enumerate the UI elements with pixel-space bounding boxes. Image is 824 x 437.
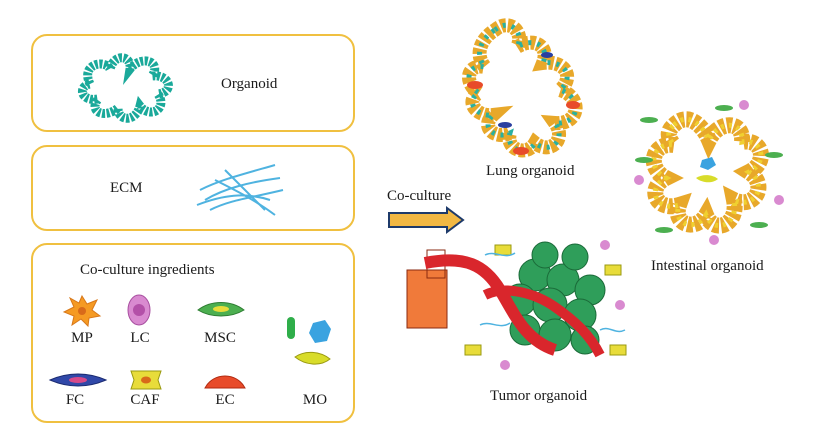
ingredients-panel [31, 243, 355, 423]
intestinal-organoid-image [634, 100, 784, 245]
ec-icon [204, 375, 246, 389]
tumor-organoid-image [406, 240, 627, 370]
co-culture-label: Co-culture [387, 188, 452, 204]
caf-label: CAF [130, 392, 160, 408]
tumor-organoid-label: Tumor organoid [490, 388, 588, 404]
mp-icon [62, 294, 102, 328]
msc-icon [197, 302, 245, 317]
organoid-icon [78, 53, 173, 123]
lung-organoid-label: Lung organoid [486, 163, 575, 179]
caf-icon [130, 370, 162, 390]
mo-icons [287, 317, 331, 365]
lc-label: LC [130, 330, 150, 346]
ecm-fibers-icon [196, 164, 284, 216]
mo-label: MO [302, 392, 328, 408]
co-culture-arrow-icon [388, 206, 465, 234]
ingredients-title: Co-culture ingredients [80, 262, 215, 278]
fc-icon [48, 373, 108, 387]
ec-label: EC [215, 392, 235, 408]
lung-organoid-image [462, 18, 583, 158]
intestinal-organoid-label: Intestinal organoid [651, 258, 764, 274]
ecm-panel [31, 145, 355, 231]
lc-icon [127, 294, 151, 326]
msc-label: MSC [204, 330, 236, 346]
mp-label: MP [71, 330, 93, 346]
organoid-label: Organoid [221, 76, 278, 92]
fc-label: FC [65, 392, 85, 408]
ecm-label: ECM [110, 180, 143, 196]
